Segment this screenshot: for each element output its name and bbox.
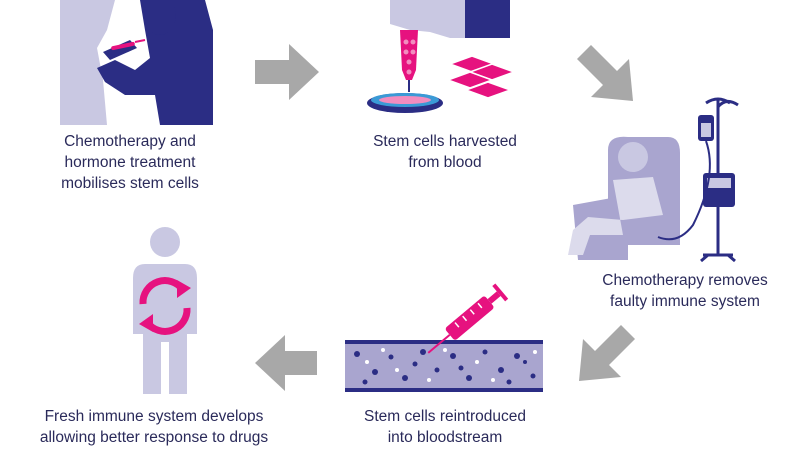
step-1-line-3: mobilises stem cells (61, 175, 199, 192)
arrow-down-right-icon (577, 45, 633, 101)
step-1-caption: Chemotherapy and hormone treatment mobil… (35, 131, 225, 194)
step-3-caption: Chemotherapy removes faulty immune syste… (585, 270, 785, 312)
arrow-down-left-icon (579, 325, 635, 381)
renewed-person-icon (133, 227, 197, 394)
step-3-line-1: Chemotherapy removes (602, 272, 768, 289)
step-4-line-2: into bloodstream (387, 429, 503, 446)
arrow-right-icon (255, 44, 319, 100)
step-4-line-1: Stem cells reintroduced (364, 408, 526, 425)
step-2-line-1: Stem cells harvested (373, 133, 517, 150)
step-3-line-2: faulty immune system (610, 293, 760, 310)
step-5-line-1: Fresh immune system develops (44, 408, 264, 425)
iv-chair-patient-icon (568, 97, 739, 263)
arrow-left-icon (255, 335, 317, 391)
harvest-petri-dish-icon (367, 0, 517, 113)
injection-person-icon (60, 0, 213, 125)
syringe-bloodstream-icon (345, 283, 543, 392)
step-2-line-2: from blood (408, 154, 482, 171)
step-2-caption: Stem cells harvested from blood (350, 131, 540, 173)
step-1-line-1: Chemotherapy and (64, 133, 196, 150)
step-4-caption: Stem cells reintroduced into bloodstream (345, 406, 545, 448)
step-5-line-2: allowing better response to drugs (39, 429, 269, 446)
step-1-line-2: hormone treatment (64, 154, 196, 171)
step-5-caption: Fresh immune system develops allowing be… (20, 406, 288, 448)
